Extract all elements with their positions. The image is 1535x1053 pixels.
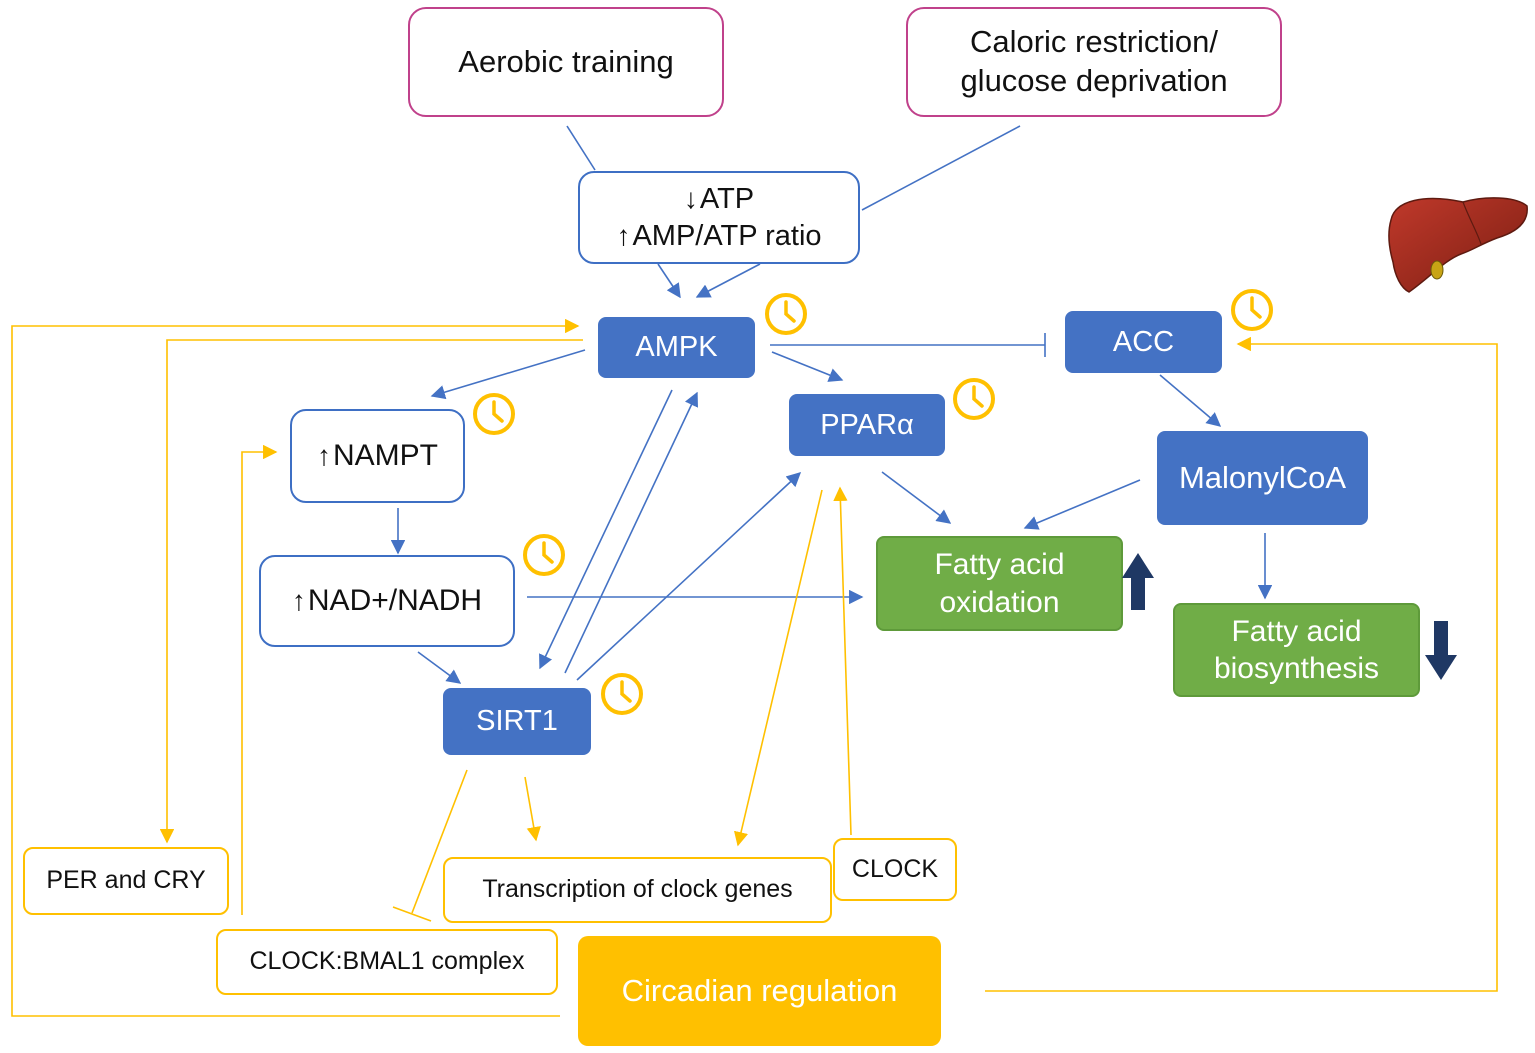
atp-label: ATP: [699, 183, 755, 216]
per-cry-label: PER and CRY: [46, 866, 206, 895]
ampk-to-nampt-arrow: [430, 349, 586, 400]
nad-label: NAD+/NADH: [307, 584, 483, 618]
fatty-acid-oxidation-node: Fatty acid oxidation: [876, 536, 1123, 631]
malonylcoa-label: MalonylCoA: [1178, 459, 1347, 495]
clock-icon: [601, 673, 643, 715]
clock-label: CLOCK: [851, 854, 939, 883]
ampk-node: AMPK: [598, 317, 755, 378]
fao-line1: Fatty acid: [934, 548, 1065, 581]
circadian-regulation-node: Circadian regulation: [578, 936, 941, 1046]
liver-icon: [1388, 197, 1528, 293]
sirt1-to-ppar-arrow: [576, 472, 802, 681]
down-arrow-icon: ↓: [683, 183, 698, 215]
per-cry-node: PER and CRY: [23, 847, 229, 915]
ampk-to-per-cry-arrow: [159, 339, 583, 844]
atp-to-ampk-arrow-1: [657, 263, 681, 299]
fab-line2: biosynthesis: [1213, 652, 1380, 685]
circadian-to-ampk-loop: [11, 318, 580, 1017]
caloric-restriction-node: Caloric restriction/ glucose deprivation: [906, 7, 1282, 117]
nad-to-sirt1-arrow: [417, 651, 462, 684]
sirt1-to-transcription-arrow: [524, 776, 541, 842]
nad-node: ↑NAD+/NADH: [259, 555, 515, 647]
ampk-label: AMPK: [635, 331, 718, 364]
nampt-line: ↑NAMPT: [317, 437, 438, 475]
nampt-node: ↑NAMPT: [290, 409, 465, 503]
sirt1-label: SIRT1: [476, 705, 558, 738]
clock-bmal1-node: CLOCK:BMAL1 complex: [216, 929, 558, 995]
clock-icon: [473, 393, 515, 435]
atp-line2: ↑AMP/ATP ratio: [616, 218, 821, 254]
per-cry-to-nampt-arrow: [241, 444, 278, 915]
sirt1-inhibits-clock-bmal1: [411, 769, 468, 914]
amp-atp-label: AMP/ATP ratio: [632, 219, 822, 252]
ppar-to-transcription-arrow: [733, 489, 823, 847]
nampt-label: NAMPT: [333, 439, 438, 473]
ppar-node: PPARα: [789, 394, 945, 456]
up-arrow-icon: ↑: [317, 440, 331, 472]
fatty-acid-biosynthesis-node: Fatty acid biosynthesis: [1173, 603, 1420, 697]
up-arrow-icon: ↑: [616, 219, 631, 251]
atp-node: ↓ATP ↑AMP/ATP ratio: [578, 171, 860, 264]
circadian-regulation-label: Circadian regulation: [621, 972, 898, 1008]
caloric-to-atp-line: [861, 125, 1021, 211]
circadian-to-acc-loop: [985, 336, 1498, 992]
aerobic-to-atp-line: [566, 125, 596, 171]
clock-icon: [1231, 289, 1273, 331]
caloric-restriction-line1: Caloric restriction/: [969, 24, 1219, 60]
ppar-to-fao-arrow: [881, 471, 952, 524]
acc-node: ACC: [1065, 311, 1222, 373]
clock-icon: [765, 293, 807, 335]
nad-line: ↑NAD+/NADH: [292, 582, 482, 620]
clock-icon: [953, 378, 995, 420]
up-arrow-icon: ↑: [291, 585, 306, 617]
ampk-to-ppar-arrow: [771, 351, 844, 382]
aerobic-training-label: Aerobic training: [458, 43, 674, 79]
clock-node: CLOCK: [833, 838, 957, 901]
malonyl-to-fao-arrow: [1023, 479, 1141, 530]
clock-bmal1-inhibit-bar: [392, 906, 432, 922]
sirt1-node: SIRT1: [443, 688, 591, 755]
fab-line1: Fatty acid: [1231, 614, 1362, 648]
aerobic-training-node: Aerobic training: [408, 7, 724, 117]
sirt1-to-ampk-arrow: [564, 391, 698, 674]
malonylcoa-node: MalonylCoA: [1157, 431, 1368, 525]
acc-to-malonyl-arrow: [1159, 374, 1222, 427]
acc-label: ACC: [1112, 325, 1175, 358]
clock-to-ppar-arrow: [833, 486, 852, 836]
clock-icon: [523, 534, 565, 576]
atp-to-ampk-arrow-2: [695, 263, 761, 298]
ppar-label: PPARα: [820, 408, 914, 441]
fao-line2: oxidation: [939, 585, 1060, 619]
transcription-label: Transcription of clock genes: [482, 875, 793, 904]
transcription-node: Transcription of clock genes: [443, 857, 832, 923]
clock-bmal1-label: CLOCK:BMAL1 complex: [249, 947, 525, 976]
ampk-to-sirt1-arrow: [539, 389, 673, 670]
atp-line1: ↓ATP: [684, 181, 754, 217]
caloric-restriction-line2: glucose deprivation: [960, 63, 1228, 98]
